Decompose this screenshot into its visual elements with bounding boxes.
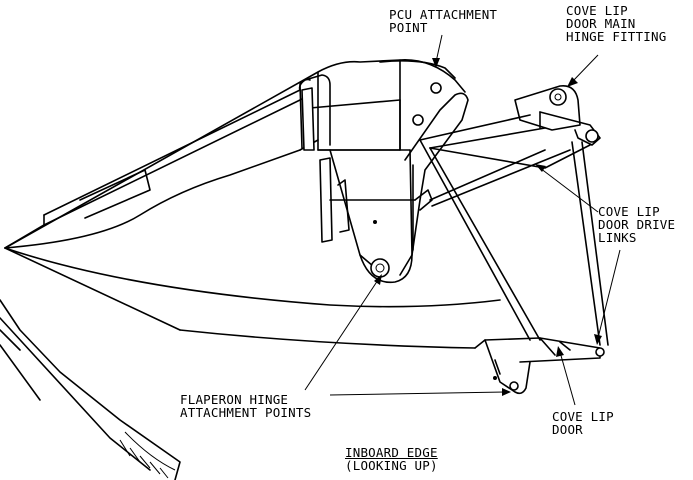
label-cove-lip-door: COVE LIP DOOR — [552, 410, 614, 436]
cove-lip-door-panel — [474, 337, 605, 395]
label-line: COVE LIP — [598, 204, 660, 219]
flaperon-lower-surface — [4, 247, 501, 349]
leader-lines — [304, 34, 621, 406]
label-line: COVE LIP — [566, 3, 628, 18]
label-line: LINKS — [598, 230, 637, 245]
label-pcu-attachment-point: PCU ATTACHMENT POINT — [389, 8, 497, 34]
label-line: DOOR DRIVE — [598, 217, 676, 232]
caption-inboard-edge: INBOARD EDGE (LOOKING UP) — [345, 446, 438, 472]
label-line: ATTACHMENT POINTS — [180, 405, 312, 420]
label-flaperon-hinge-attachment-points: FLAPERON HINGE ATTACHMENT POINTS — [180, 393, 311, 419]
caption-subtitle: (LOOKING UP) — [345, 458, 438, 473]
label-line: COVE LIP — [552, 409, 614, 424]
cove-lip-door-frame — [419, 114, 609, 346]
label-line: DOOR MAIN — [566, 16, 636, 31]
central-hinge-bracket — [319, 82, 469, 284]
cove-lip-door-hinge-fitting — [514, 84, 601, 146]
label-cove-lip-door-drive-links: COVE LIP DOOR DRIVE LINKS — [598, 205, 675, 244]
label-cove-lip-door-main-hinge-fitting: COVE LIP DOOR MAIN HINGE FITTING — [566, 4, 666, 43]
label-line: POINT — [389, 20, 428, 35]
inboard-fairing — [0, 299, 181, 480]
label-line: FLAPERON HINGE — [180, 392, 289, 407]
flaperon-upper-surface — [4, 59, 466, 249]
label-line: DOOR — [552, 422, 583, 437]
label-line: PCU ATTACHMENT — [389, 7, 498, 22]
pcu-box-structure — [298, 59, 456, 151]
label-line: HINGE FITTING — [566, 29, 667, 44]
caption-title: INBOARD EDGE — [345, 445, 438, 460]
